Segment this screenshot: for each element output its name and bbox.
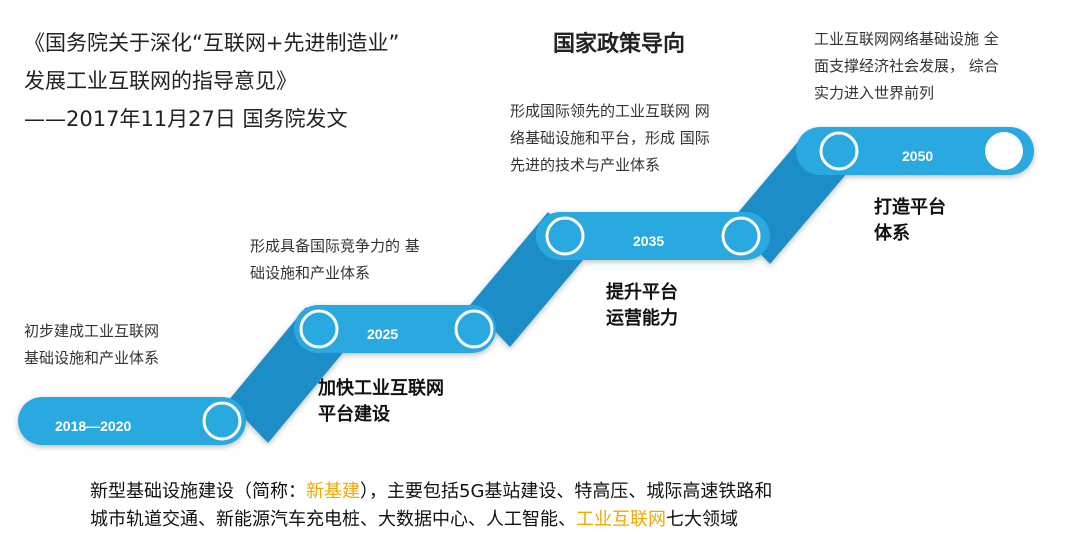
footer-text-segment: 七大领域 [666,509,738,530]
joint-ring-1a [202,401,242,441]
stage-label-2: 提升平台 运营能力 [606,280,678,332]
band-2035 [536,212,770,260]
note-2018-2020: 初步建成工业互联网 基础设施和产业体系 [24,318,159,372]
highlight-new-infrastructure: 新基建 [306,481,360,502]
policy-heading: 国家政策导向 [553,32,686,57]
note-line: 面支撑经济社会发展， 综合 [814,57,999,75]
footer-text-segment: ），主要包括5G基站建设、特高压、城际高速铁路和 [360,481,773,502]
footer-text-segment: 新型基础设施建设（简称： [90,481,306,502]
stage-label-1: 加快工业互联网 平台建设 [318,376,444,428]
highlight-industrial-internet: 工业互联网 [576,509,666,530]
stage-label-line: 体系 [874,223,910,244]
joint-ring-2a [454,309,494,349]
note-line: 络基础设施和平台，形成 国际 [510,129,710,147]
footer-line-2: 城市轨道交通、新能源汽车充电桩、大数据中心、人工智能、工业互联网七大领域 [90,506,772,534]
band-2050 [796,127,1034,175]
year-label-2025: 2025 [367,326,398,342]
joint-ring-1b [299,309,339,349]
stage-label-line: 打造平台 [874,197,946,218]
note-2035: 形成国际领先的工业互联网 网 络基础设施和平台，形成 国际 先进的技术与产业体系 [510,98,710,179]
note-line: 础设施和产业体系 [250,264,371,282]
note-2050: 工业互联网网络基础设施 全 面支撑经济社会发展， 综合 实力进入世界前列 [814,26,999,107]
joint-ring-2b [545,216,585,256]
note-line: 基础设施和产业体系 [24,349,160,367]
note-line: 初步建成工业互联网 [24,322,160,340]
joint-ring-3a [721,216,761,256]
document-title-line-1: 《国务院关于深化“互联网+先进制造业” [24,31,400,55]
year-label-2035: 2035 [633,233,664,249]
note-line: 实力进入世界前列 [814,84,935,102]
year-label-2050: 2050 [902,148,933,164]
stage-label-line: 提升平台 [606,282,678,303]
stage-label-line: 加快工业互联网 [318,378,444,399]
year-label-2018-2020: 2018—2020 [55,418,132,434]
footer-text: 新型基础设施建设（简称：新基建），主要包括5G基站建设、特高压、城际高速铁路和 … [90,478,772,534]
end-cap [985,132,1023,170]
document-title-line-3: ——2017年11月27日 国务院发文 [24,107,348,131]
note-2025: 形成具备国际竞争力的 基 础设施和产业体系 [250,233,420,287]
footer-line-1: 新型基础设施建设（简称：新基建），主要包括5G基站建设、特高压、城际高速铁路和 [90,478,772,506]
joint-ring-3b [819,131,859,171]
band-2018-2020 [18,397,246,445]
note-line: 先进的技术与产业体系 [510,156,661,174]
note-line: 形成国际领先的工业互联网 网 [510,102,710,120]
stage-label-line: 平台建设 [318,404,390,425]
note-line: 形成具备国际竞争力的 基 [250,237,420,255]
stage-label-line: 运营能力 [606,308,678,329]
document-title-line-2: 发展工业互联网的指导意见》 [24,69,297,93]
band-2025 [294,305,496,353]
stage-label-3: 打造平台 体系 [874,195,946,247]
note-line: 工业互联网网络基础设施 全 [814,30,999,48]
document-title: 《国务院关于深化“互联网+先进制造业” 发展工业互联网的指导意见》 ——2017… [24,24,399,138]
footer-text-segment: 城市轨道交通、新能源汽车充电桩、大数据中心、人工智能、 [90,509,576,530]
